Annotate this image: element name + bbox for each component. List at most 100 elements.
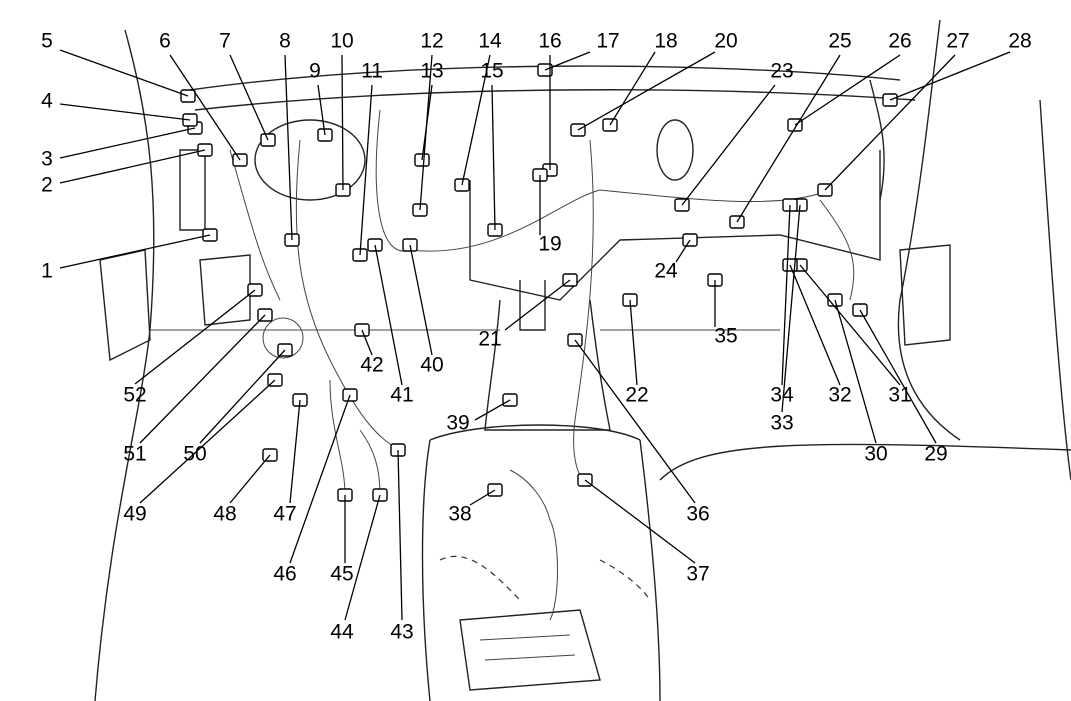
leader-line-43	[397, 449, 403, 621]
callout-label-50: 50	[183, 443, 206, 466]
leader-line-22	[629, 299, 638, 386]
leader-line-21	[504, 279, 571, 331]
callout-label-14: 14	[478, 30, 502, 53]
callout-label-46: 46	[273, 563, 296, 586]
leader-line-41	[374, 244, 403, 386]
leader-line-6	[169, 54, 241, 161]
leader-line-51	[139, 314, 266, 444]
callout-label-43: 43	[390, 621, 413, 644]
leader-lines	[59, 49, 1011, 621]
leader-line-42	[361, 329, 373, 356]
callout-label-35: 35	[714, 325, 737, 348]
callout-label-32: 32	[828, 384, 851, 407]
callout-label-6: 6	[159, 30, 171, 53]
leader-line-1	[59, 234, 211, 269]
leader-line-9	[317, 84, 326, 136]
callout-label-22: 22	[625, 384, 648, 407]
callout-label-52: 52	[123, 384, 146, 407]
callout-label-33: 33	[770, 412, 793, 435]
leader-line-32	[789, 264, 841, 386]
callout-label-30: 30	[864, 443, 887, 466]
callout-label-41: 41	[390, 384, 413, 407]
callout-label-8: 8	[279, 30, 291, 53]
callout-label-28: 28	[1008, 30, 1031, 53]
callout-label-18: 18	[654, 30, 677, 53]
leader-line-25	[736, 54, 841, 223]
callout-label-47: 47	[273, 503, 296, 526]
leader-line-3	[59, 127, 196, 159]
callout-label-16: 16	[538, 30, 561, 53]
callout-label-37: 37	[686, 563, 709, 586]
leader-line-26	[794, 54, 901, 126]
callout-label-29: 29	[924, 443, 947, 466]
leader-line-40	[409, 244, 433, 356]
leader-line-5	[59, 49, 189, 97]
vehicle-interior-outline	[94, 19, 1071, 701]
callout-label-10: 10	[330, 30, 353, 53]
callout-label-9: 9	[309, 60, 321, 83]
leader-line-38	[469, 489, 496, 506]
leader-line-31	[799, 264, 901, 386]
leader-line-47	[289, 399, 301, 504]
callout-label-25: 25	[828, 30, 851, 53]
callout-label-21: 21	[478, 328, 501, 351]
leader-line-23	[681, 84, 776, 206]
leader-line-17	[544, 51, 591, 71]
leader-line-4	[59, 103, 191, 121]
callout-label-38: 38	[448, 503, 471, 526]
callout-label-23: 23	[770, 60, 793, 83]
callout-label-44: 44	[330, 621, 354, 644]
callout-label-34: 34	[770, 384, 794, 407]
leader-line-50	[199, 349, 286, 444]
leader-line-34	[781, 204, 791, 386]
leader-line-48	[229, 454, 271, 504]
callout-label-2: 2	[41, 174, 53, 197]
leader-line-15	[491, 84, 496, 231]
leader-line-46	[289, 394, 351, 564]
leader-line-10	[341, 54, 344, 191]
callout-label-4: 4	[41, 90, 53, 113]
callout-label-3: 3	[41, 148, 53, 171]
leader-line-44	[344, 494, 381, 621]
callout-label-39: 39	[446, 412, 469, 435]
callout-label-27: 27	[946, 30, 969, 53]
callout-label-45: 45	[330, 563, 353, 586]
callout-label-26: 26	[888, 30, 911, 53]
callout-label-7: 7	[219, 30, 231, 53]
callout-label-42: 42	[360, 354, 383, 377]
leader-line-27	[824, 54, 956, 191]
callout-label-11: 11	[361, 60, 383, 83]
leader-line-39	[474, 399, 511, 421]
callout-label-40: 40	[420, 354, 443, 377]
leader-line-52	[134, 289, 256, 385]
leader-line-33	[781, 204, 801, 413]
callout-label-17: 17	[596, 30, 619, 53]
leader-line-18	[609, 51, 656, 126]
callout-label-24: 24	[654, 260, 678, 283]
leader-line-29	[859, 309, 937, 444]
callout-label-5: 5	[41, 30, 53, 53]
leader-line-37	[584, 479, 696, 564]
callout-label-36: 36	[686, 503, 709, 526]
callout-label-48: 48	[213, 503, 236, 526]
leader-line-49	[139, 379, 276, 504]
callout-label-13: 13	[420, 60, 443, 83]
callout-label-51: 51	[123, 443, 146, 466]
callout-label-19: 19	[538, 233, 561, 256]
leader-line-8	[284, 54, 293, 241]
leader-line-14	[461, 54, 491, 186]
callout-label-20: 20	[714, 30, 737, 53]
callout-label-12: 12	[420, 30, 443, 53]
callout-label-1: 1	[41, 260, 53, 283]
leader-line-13	[421, 84, 433, 161]
callout-label-49: 49	[123, 503, 146, 526]
leader-line-7	[229, 54, 269, 141]
leader-line-30	[834, 299, 877, 444]
leader-line-2	[59, 149, 206, 184]
leader-line-28	[889, 51, 1011, 101]
callout-label-31: 31	[888, 384, 911, 407]
leader-line-11	[359, 84, 373, 256]
callout-label-15: 15	[480, 60, 503, 83]
